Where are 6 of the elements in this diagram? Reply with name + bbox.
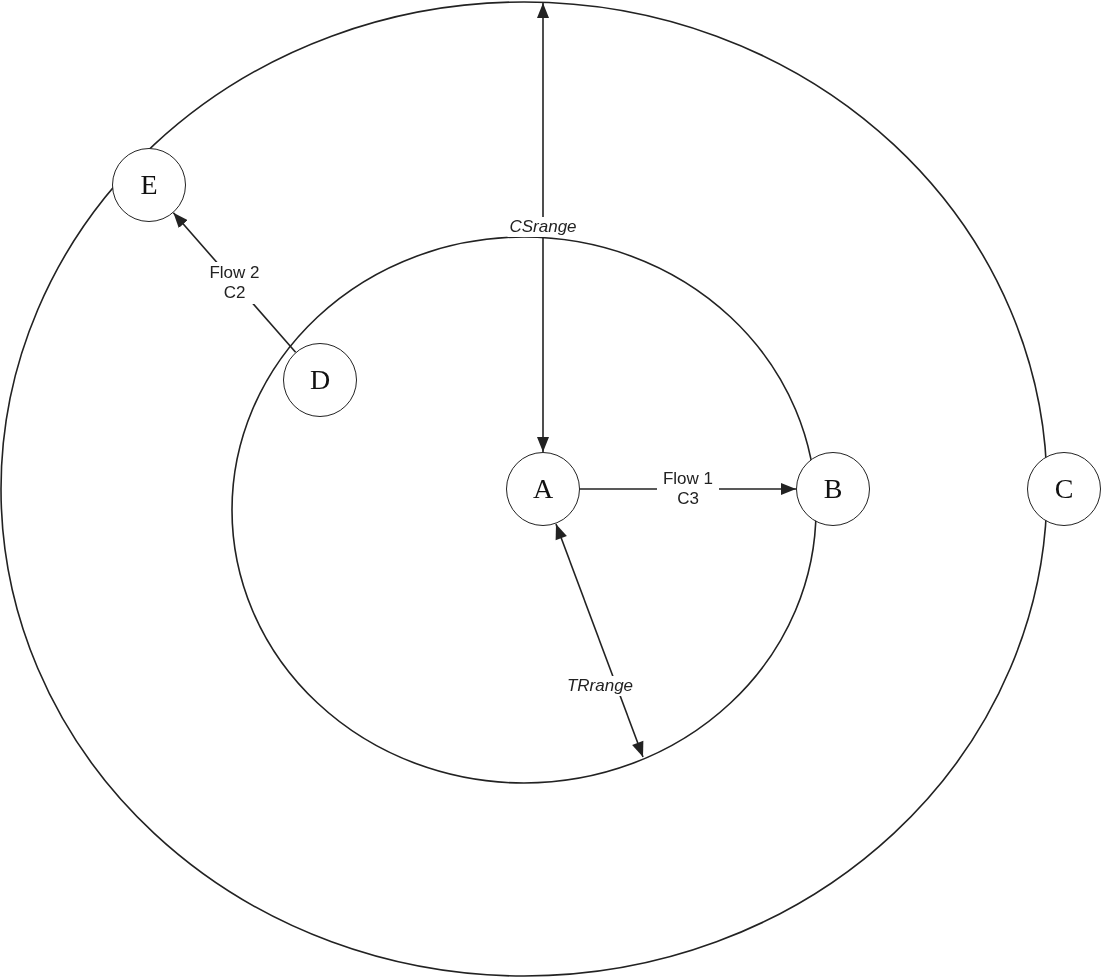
node-circle: B: [796, 452, 870, 526]
node-circle: A: [506, 452, 580, 526]
node-circle: C: [1027, 452, 1101, 526]
node-circle: E: [112, 148, 186, 222]
range-label: CSrange: [507, 217, 579, 237]
node-circle: D: [283, 343, 357, 417]
